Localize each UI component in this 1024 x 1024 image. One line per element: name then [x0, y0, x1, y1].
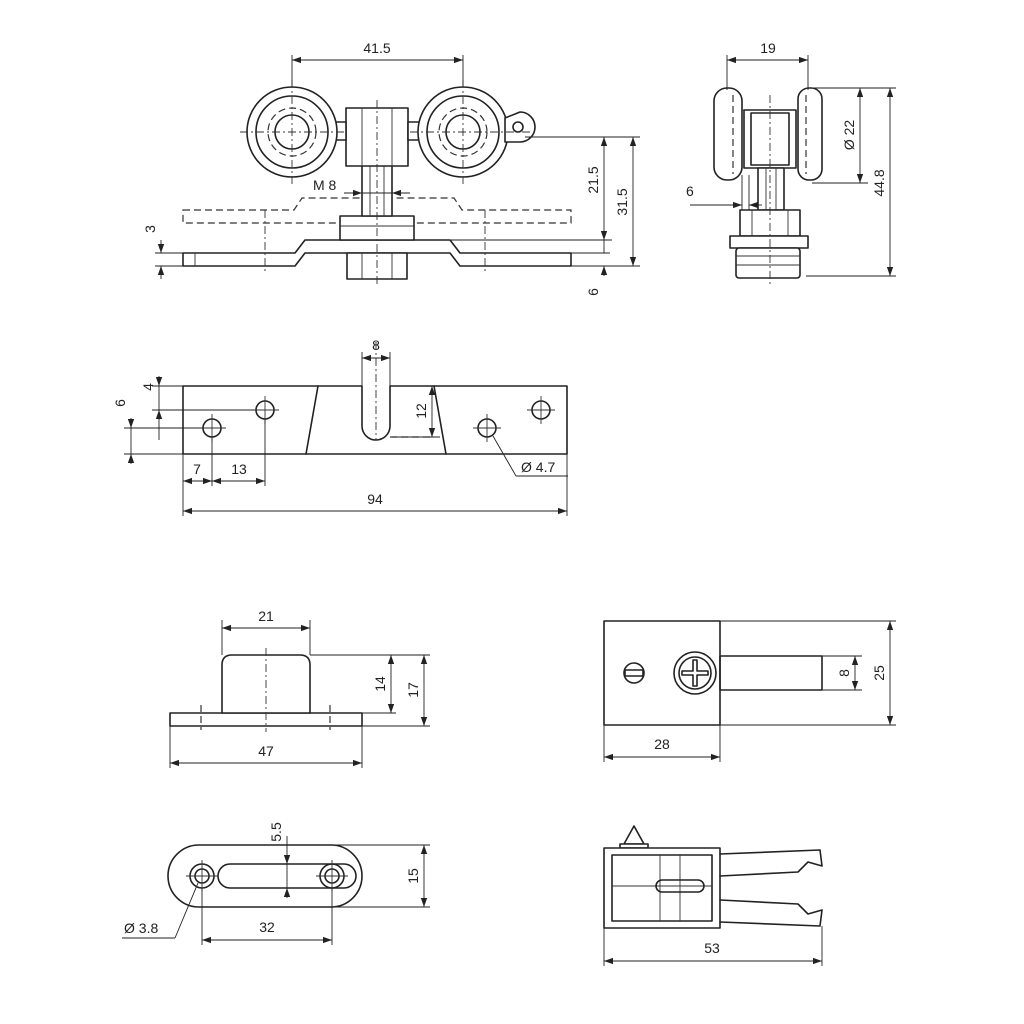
- guide-plate-hole: [186, 860, 218, 892]
- dim-edge-4: 4: [140, 383, 156, 391]
- dim-guide-slot-width: 5.5: [268, 822, 284, 842]
- dim-slot-width: 8: [372, 337, 380, 353]
- dim-stopper-length: 53: [704, 940, 720, 956]
- dim-stopper-height: 25: [871, 665, 887, 681]
- dim-offset-6: 6: [585, 288, 601, 296]
- mounting-plate-view: 8 12 4 6 7 13 Ø 4.7 94: [112, 337, 568, 516]
- dim-pin-width: 8: [836, 669, 852, 677]
- dim-bracket-base-length: 47: [258, 743, 274, 759]
- dim-height-31-5: 31.5: [614, 188, 630, 215]
- dim-guide-height: 15: [405, 868, 421, 884]
- dim-slot-depth: 12: [413, 403, 429, 419]
- dim-side-total-height: 44.8: [871, 169, 887, 196]
- plate-hole: [527, 396, 555, 424]
- phillips-screw-icon: [673, 651, 717, 695]
- dim-guide-hole-diameter: Ø 3.8: [124, 920, 158, 936]
- carriage-front-view: 41.5 M 8 21.5 31.5 6 3: [142, 40, 640, 296]
- dim-guide-hole-pitch: 32: [259, 919, 275, 935]
- dim-plate-thickness: 3: [142, 225, 158, 233]
- stopper-top-view: 8 25 28: [603, 620, 896, 762]
- dim-bracket-height-14: 14: [372, 676, 388, 692]
- dim-bracket-width: 21: [258, 608, 274, 624]
- dim-edge-6: 6: [112, 399, 128, 407]
- dim-wheel-spacing: 41.5: [363, 40, 390, 56]
- dim-hole-diameter: Ø 4.7: [521, 459, 555, 475]
- guide-plate-view: 5.5 15 32 Ø 3.8: [122, 822, 430, 945]
- dim-stopper-width: 28: [654, 736, 670, 752]
- stopper-side-view: 53: [603, 825, 823, 966]
- dim-bracket-height-17: 17: [405, 682, 421, 698]
- dim-plate-length: 94: [367, 491, 383, 507]
- dim-wheel-diameter: Ø 22: [841, 120, 857, 151]
- plate-hole: [473, 414, 501, 442]
- dim-stem-width: 6: [686, 183, 694, 199]
- dim-side-width: 19: [760, 40, 776, 56]
- dim-thread: M 8: [313, 177, 337, 193]
- dim-hole-offset-7: 7: [193, 461, 201, 477]
- dim-hole-pitch-13: 13: [231, 461, 247, 477]
- dim-height-21-5: 21.5: [585, 166, 601, 193]
- carriage-side-view: 19 Ø 22 44.8 6: [686, 40, 896, 285]
- guide-bracket-view: 21 14 17 47: [169, 608, 430, 768]
- slotted-screw-icon: [623, 662, 645, 684]
